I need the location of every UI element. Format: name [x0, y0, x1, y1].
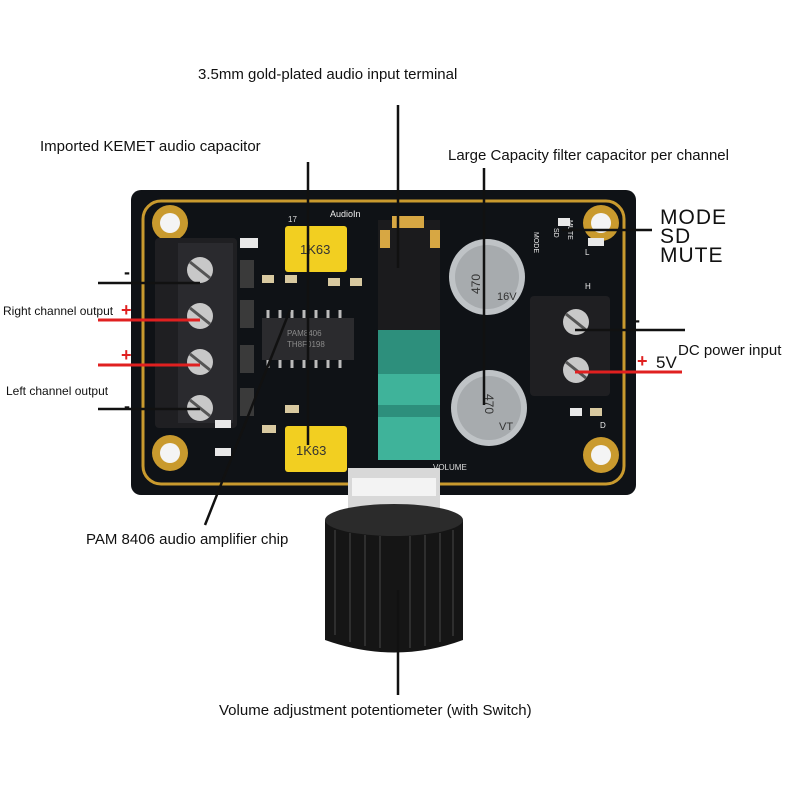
- electrolytic-capacitors: 470 470 16V VT: [449, 239, 527, 446]
- label-mute: MUTE: [660, 244, 724, 267]
- label-right-channel: Right channel output: [3, 304, 114, 318]
- callout-lines: [98, 105, 685, 695]
- label-sd: SD: [660, 225, 692, 248]
- sign-minus-right: -: [124, 262, 130, 282]
- label-potentiometer: Volume adjustment potentiometer (with Sw…: [219, 702, 532, 719]
- silk-17: 17: [288, 215, 297, 224]
- silk-l: L: [585, 248, 590, 257]
- silk-mode: MODE: [532, 232, 539, 253]
- sign-plus-left: +: [121, 345, 132, 365]
- silk-h: H: [585, 282, 591, 291]
- elcap-series: VT: [499, 421, 513, 433]
- elcap-value-top: 470: [469, 274, 483, 294]
- label-audio-input: 3.5mm gold-plated audio input terminal: [198, 66, 458, 83]
- sign-plus-right: +: [121, 300, 132, 320]
- elcap-value-bottom: 470: [482, 394, 496, 414]
- potentiometer-body: VOLUME: [378, 330, 467, 472]
- red-leads: [98, 318, 682, 374]
- label-filter-capacitor: Large Capacity filter capacitor per chan…: [448, 147, 729, 164]
- volume-knob: [325, 468, 463, 653]
- silk-volume: VOLUME: [433, 463, 467, 472]
- chip-marking-2: TH8F0198: [287, 340, 325, 349]
- silk-sd: SD: [552, 228, 559, 238]
- smd-components: [215, 218, 604, 456]
- label-mode: MODE: [660, 206, 727, 229]
- sign-plus-dc: +: [637, 351, 648, 371]
- label-left-channel: Left channel output: [6, 384, 109, 398]
- silk-audioin: AudioIn: [330, 209, 361, 219]
- chip-marking: PAM8406: [287, 329, 322, 338]
- audio-jack: AudioIn: [330, 209, 440, 330]
- label-5v: 5V: [656, 353, 677, 372]
- elcap-voltage: 16V: [497, 291, 517, 303]
- label-kemet-capacitor: Imported KEMET audio capacitor: [40, 138, 261, 155]
- sign-minus-left: -: [124, 396, 130, 416]
- label-chip: PAM 8406 audio amplifier chip: [86, 531, 289, 548]
- silk-d: D: [600, 421, 606, 430]
- sign-minus-dc: -: [634, 310, 640, 330]
- label-dc-input: DC power input: [678, 342, 782, 359]
- output-screw-terminal: [155, 238, 237, 428]
- kemet-code-bottom: 1K63: [296, 443, 326, 458]
- kemet-code-top: 1K63: [300, 242, 330, 257]
